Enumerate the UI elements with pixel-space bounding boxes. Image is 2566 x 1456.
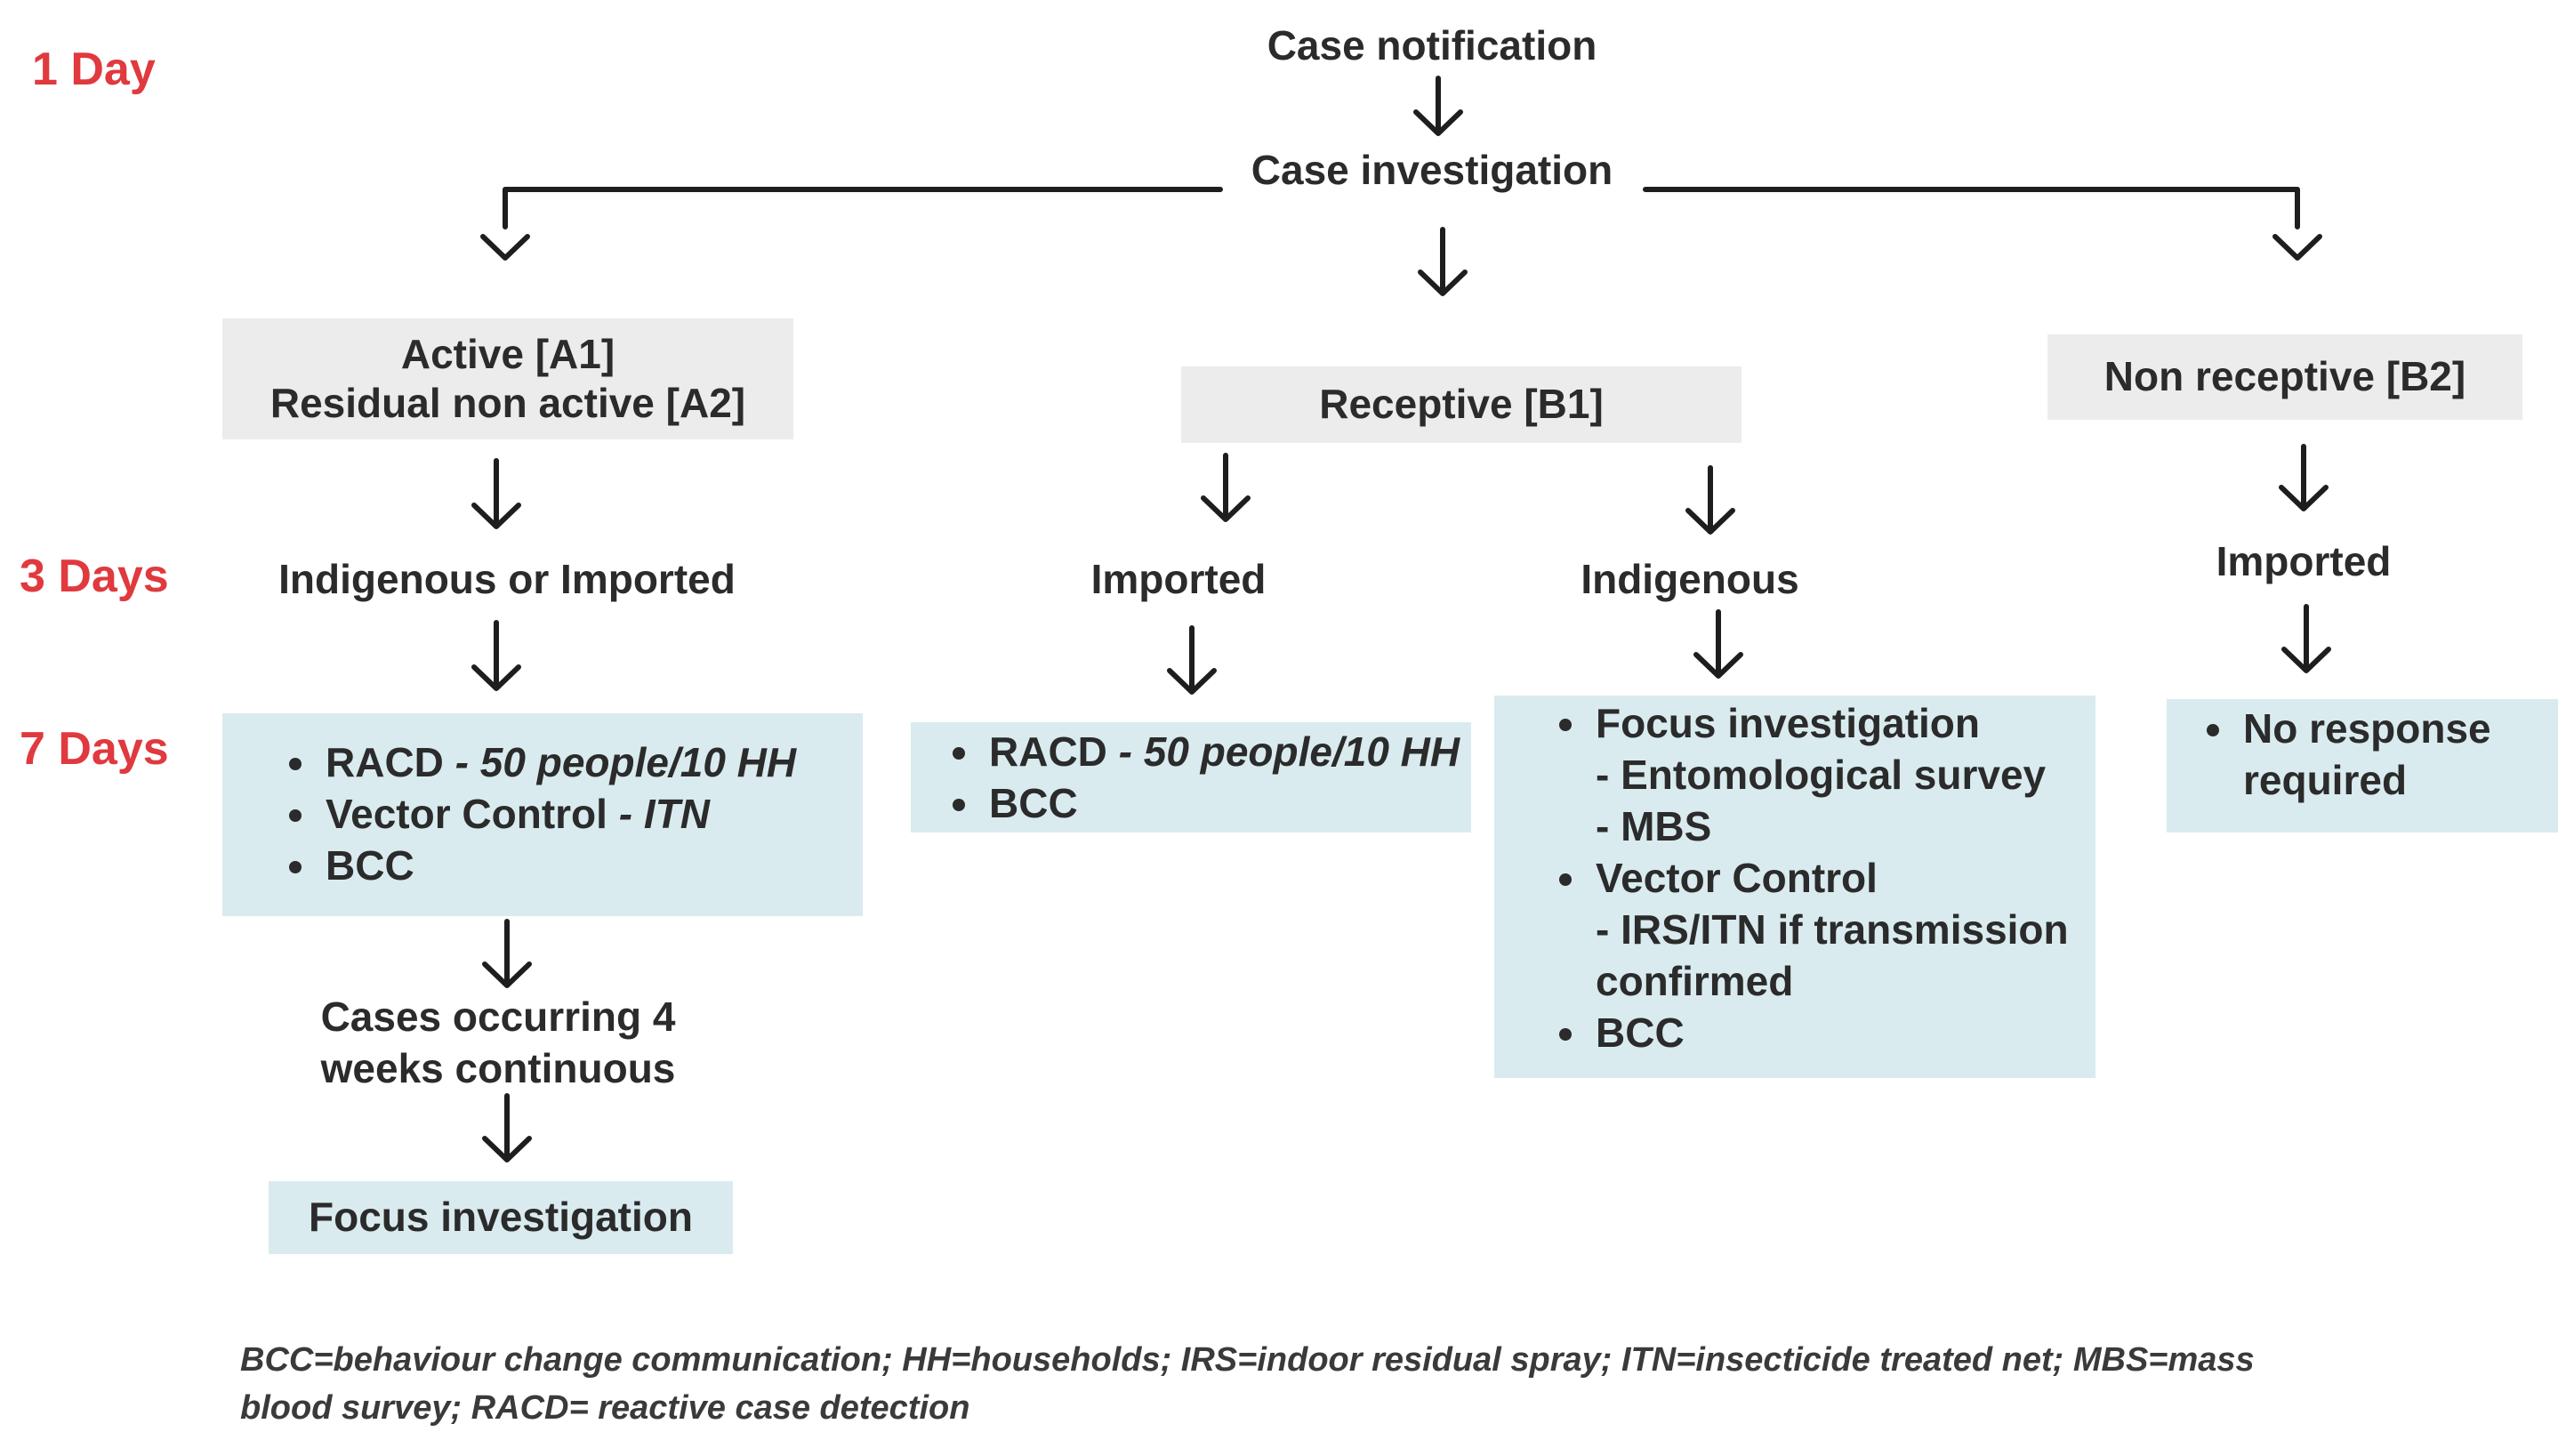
day-label-3: 3 Days bbox=[20, 551, 169, 602]
indigenous-or-imported-label: Indigenous or Imported bbox=[278, 556, 736, 602]
arrow-down-icon bbox=[482, 919, 532, 988]
day-label-7: 7 Days bbox=[20, 723, 169, 775]
b1-indigenous-label: Indigenous bbox=[1581, 556, 1799, 602]
arrow-down-icon bbox=[2279, 444, 2329, 511]
focus-investigation-label: Focus investigation bbox=[309, 1194, 693, 1241]
arrow-down-icon bbox=[2272, 234, 2322, 261]
arrow-down-icon bbox=[480, 234, 530, 261]
b1-imported-response-list: RACD - 50 people/10 HH BCC bbox=[911, 726, 1471, 829]
irs-itn-item-continued: confirmed bbox=[1596, 958, 1794, 1004]
list-item: RACD - 50 people/10 HH bbox=[320, 736, 863, 788]
list-item: Focus investigation - Entomological surv… bbox=[1590, 697, 2095, 852]
arrow-down-icon bbox=[1167, 625, 1217, 695]
b2-imported-response-box: No response required bbox=[2167, 699, 2558, 833]
irs-itn-item: - IRS/ITN if transmission bbox=[1596, 906, 2069, 953]
arrow-down-icon bbox=[471, 620, 521, 691]
case-investigation-label: Case investigation bbox=[1251, 147, 1613, 193]
mbs-item: - MBS bbox=[1596, 803, 1712, 849]
cases-occurring-label: Cases occurring 4 weeks continuous bbox=[320, 993, 676, 1091]
active-category-label: Active [A1] bbox=[400, 330, 615, 377]
arrow-down-icon bbox=[1201, 453, 1251, 522]
list-item: Vector Control - ITN bbox=[320, 788, 863, 840]
list-item: BCC bbox=[320, 840, 863, 891]
entomological-survey-item: - Entomological survey bbox=[1596, 752, 2047, 798]
branch-line-right bbox=[1643, 187, 2300, 229]
case-notification-label: Case notification bbox=[1267, 22, 1597, 68]
active-response-box: RACD - 50 people/10 HH Vector Control - … bbox=[222, 713, 863, 916]
active-response-list: RACD - 50 people/10 HH Vector Control - … bbox=[222, 736, 863, 891]
receptive-category-label: Receptive [B1] bbox=[1319, 381, 1604, 428]
receptive-category-box: Receptive [B1] bbox=[1181, 366, 1742, 443]
list-item: No response required bbox=[2238, 703, 2558, 806]
arrow-down-icon bbox=[2281, 604, 2331, 673]
b1-imported-label: Imported bbox=[1090, 556, 1267, 602]
b1-imported-response-box: RACD - 50 people/10 HH BCC bbox=[911, 722, 1471, 833]
no-response-continued: required bbox=[2243, 757, 2408, 803]
footnote-line-2: blood survey; RACD= reactive case detect… bbox=[240, 1389, 970, 1427]
arrow-down-icon bbox=[1418, 227, 1468, 296]
non-receptive-category-label: Non receptive [B2] bbox=[2103, 353, 2466, 400]
arrow-down-icon bbox=[471, 458, 521, 529]
arrow-down-icon bbox=[1685, 465, 1735, 535]
list-item: RACD - 50 people/10 HH bbox=[984, 726, 1471, 777]
footnote: BCC=behaviour change communication; HH=h… bbox=[240, 1336, 2535, 1432]
day-label-1: 1 Day bbox=[32, 44, 156, 95]
b1-indigenous-response-list: Focus investigation - Entomological surv… bbox=[1494, 697, 2095, 1058]
b1-indigenous-response-box: Focus investigation - Entomological surv… bbox=[1494, 696, 2095, 1078]
list-item: BCC bbox=[1590, 1007, 2095, 1058]
arrow-down-icon bbox=[1413, 76, 1463, 136]
b2-imported-label: Imported bbox=[2216, 538, 2392, 584]
footnote-line-1: BCC=behaviour change communication; HH=h… bbox=[240, 1341, 2255, 1379]
arrow-down-icon bbox=[1693, 609, 1743, 679]
b2-imported-response-list: No response required bbox=[2167, 703, 2558, 806]
arrow-down-icon bbox=[482, 1093, 532, 1162]
active-category-box: Active [A1] Residual non active [A2] bbox=[222, 318, 793, 439]
branch-line-left bbox=[503, 187, 1223, 229]
residual-category-label: Residual non active [A2] bbox=[269, 380, 746, 426]
list-item: BCC bbox=[984, 777, 1471, 829]
list-item: Vector Control - IRS/ITN if transmission… bbox=[1590, 852, 2095, 1007]
focus-investigation-box: Focus investigation bbox=[269, 1181, 733, 1254]
non-receptive-category-box: Non receptive [B2] bbox=[2047, 334, 2522, 420]
